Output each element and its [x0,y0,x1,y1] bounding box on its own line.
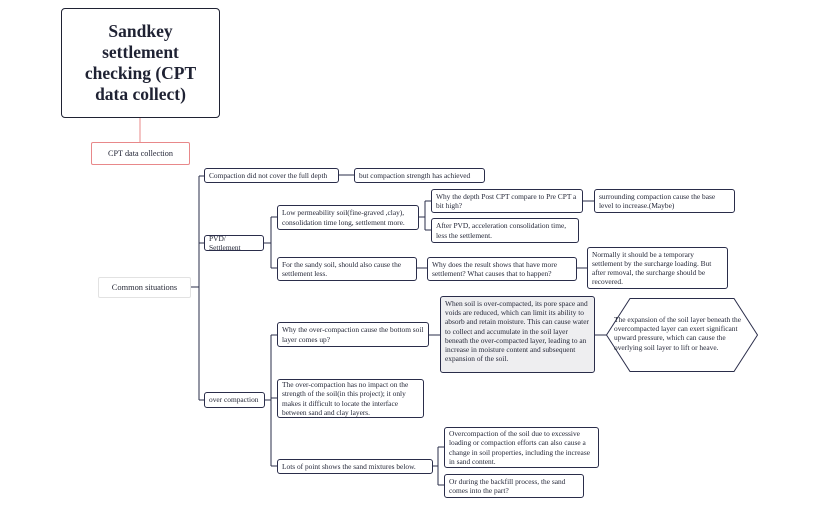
low-permeability-node[interactable]: Low permeability soil(fine-graved ,clay)… [277,205,419,230]
excessive-loading-label: Overcompaction of the soil due to excess… [449,429,590,466]
cpt-data-collection-label: CPT data collection [108,148,173,158]
backfill-node[interactable]: Or during the backfill process, the sand… [444,474,584,498]
compaction-strength-label: but compaction strength has achieved [359,170,471,180]
connector-pvd-trunk [264,217,272,268]
why-depth-label: Why the depth Post CPT compare to Pre CP… [436,191,577,210]
over-compaction-explanation-node[interactable]: When soil is over-compacted, its pore sp… [440,296,595,373]
why-bottom-label: Why the over-compaction cause the bottom… [282,325,424,344]
sand-mixtures-node[interactable]: Lots of point shows the sand mixtures be… [277,459,433,474]
pvd-settlement-node[interactable]: PVD/ Settlement [204,233,264,252]
sand-mixtures-label: Lots of point shows the sand mixtures be… [282,461,416,471]
connector-over-trunk [265,335,272,466]
compaction-label: Compaction did not cover the full depth [209,170,328,180]
over-compaction-node[interactable]: over compaction [204,392,265,408]
after-pvd-node[interactable]: After PVD, acceleration consolidation ti… [431,218,579,243]
surcharge-note-label: Normally it should be a temporary settle… [592,249,712,287]
cpt-data-collection-node[interactable]: CPT data collection [91,142,190,165]
no-impact-label: The over-compaction has no impact on the… [282,380,409,417]
root-title-text: Sandkey settlement checking (CPT data co… [84,21,197,104]
surrounding-compaction-label: surrounding compaction cause the base le… [599,191,716,210]
hexagon-shape [606,298,758,372]
why-more-settlement-label: Why does the result shows that have more… [432,259,557,278]
connector-lots-trunk [433,447,439,485]
common-situations-label: Common situations [111,282,178,292]
surrounding-compaction-node[interactable]: surrounding compaction cause the base le… [594,189,735,213]
common-situations-node[interactable]: Common situations [98,277,191,298]
excessive-loading-node[interactable]: Overcompaction of the soil due to excess… [444,427,599,468]
sandy-soil-label: For the sandy soil, should also cause th… [282,259,402,278]
connector-lowperm-trunk [419,201,426,230]
after-pvd-label: After PVD, acceleration consolidation ti… [436,221,567,240]
why-bottom-node[interactable]: Why the over-compaction cause the bottom… [277,322,429,347]
root-title-node[interactable]: Sandkey settlement checking (CPT data co… [61,8,220,118]
sandy-soil-node[interactable]: For the sandy soil, should also cause th… [277,257,417,281]
surcharge-note-node[interactable]: Normally it should be a temporary settle… [587,247,728,289]
no-impact-node[interactable]: The over-compaction has no impact on the… [277,379,424,418]
compaction-strength-node[interactable]: but compaction strength has achieved [354,168,485,183]
expansion-hexagon-label: The expansion of the soil layer beneath … [614,315,742,352]
over-compaction-explanation-label: When soil is over-compacted, its pore sp… [445,299,589,364]
over-compaction-label: over compaction [209,395,259,405]
why-depth-node[interactable]: Why the depth Post CPT compare to Pre CP… [431,189,583,213]
pvd-settlement-label: PVD/ Settlement [209,233,241,252]
backfill-label: Or during the backfill process, the sand… [449,476,566,495]
compaction-node[interactable]: Compaction did not cover the full depth [204,168,339,183]
why-more-settlement-node[interactable]: Why does the result shows that have more… [427,257,577,281]
expansion-hexagon-node[interactable]: The expansion of the soil layer beneath … [606,298,758,372]
low-permeability-label: Low permeability soil(fine-graved ,clay)… [282,208,405,227]
